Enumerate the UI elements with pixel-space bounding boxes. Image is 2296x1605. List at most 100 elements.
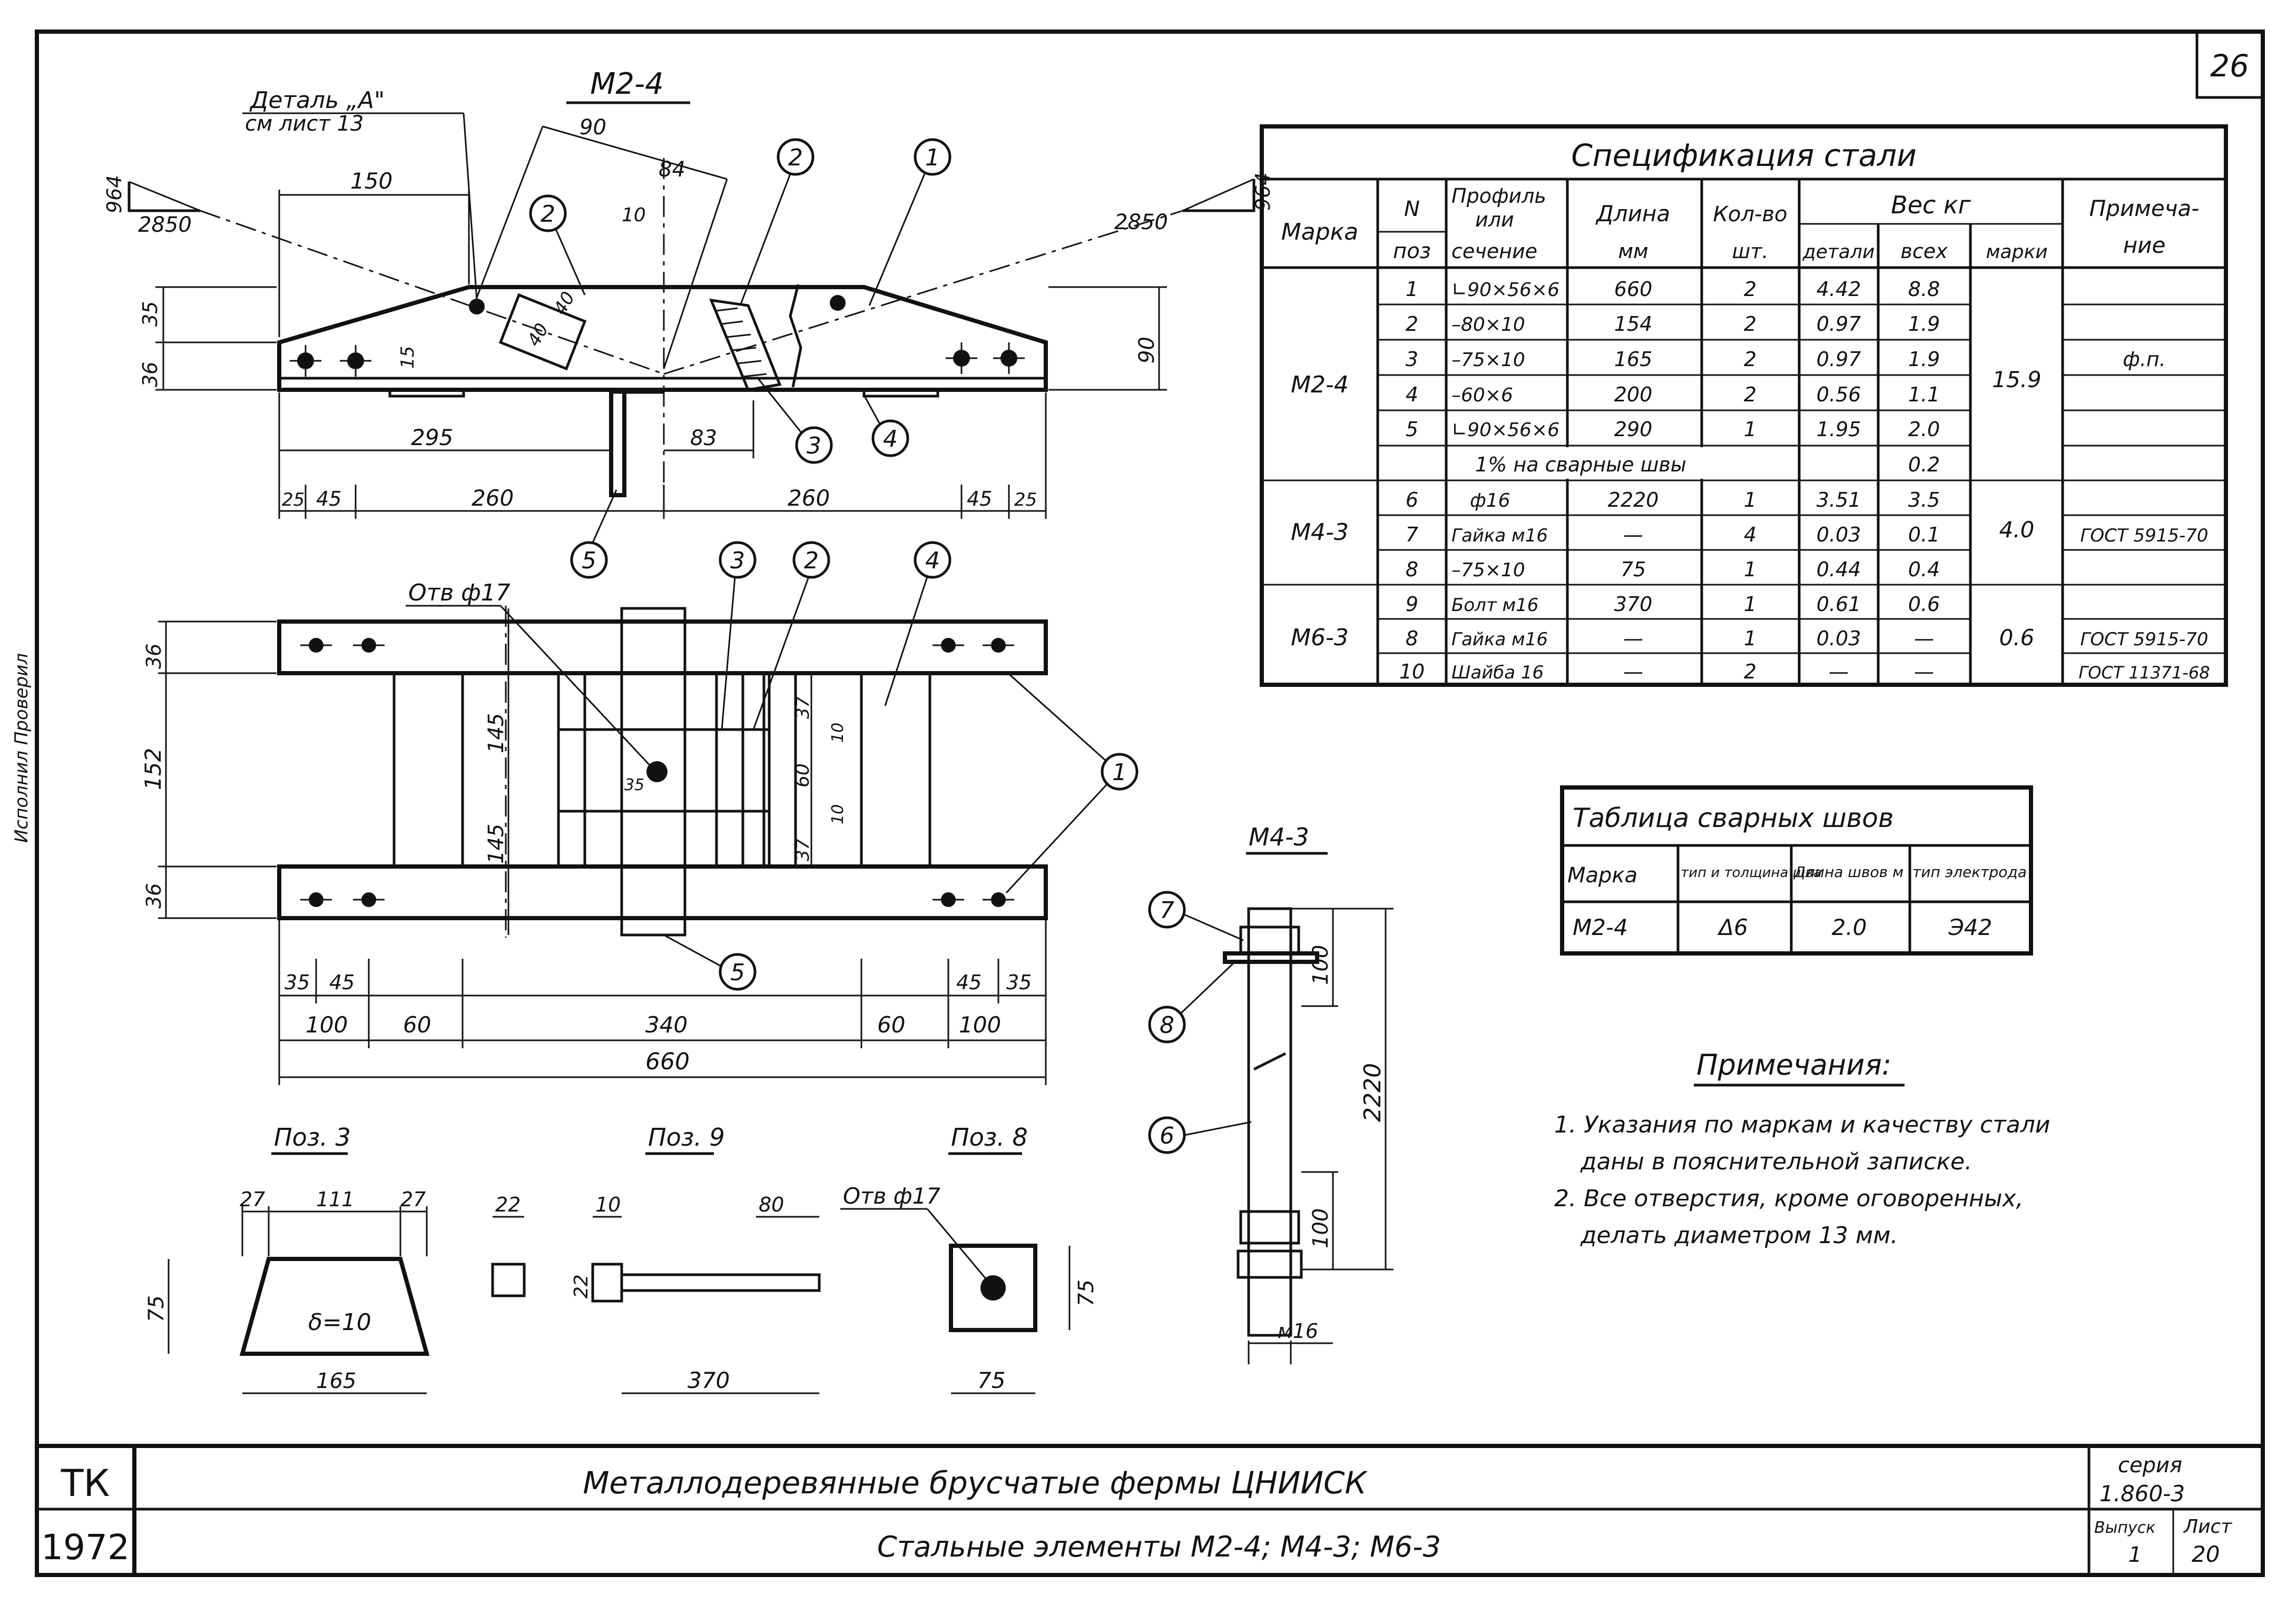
weld-h-length: Длина швов м [1793, 863, 1903, 881]
weld-r-length: 2.0 [1832, 914, 1867, 940]
cell: 3 [1406, 348, 1418, 371]
m43-dim-100-top: 100 [1309, 945, 1333, 985]
cell: 0.4 [1908, 558, 1940, 581]
cell: ∟90×56×6 [1451, 419, 1559, 441]
cell: Болт м16 [1451, 595, 1538, 616]
spec-g3-row-1: 9 Болт м16 370 1 0.61 0.6 [1406, 593, 1940, 616]
callout-2-left: 2 [541, 201, 555, 228]
cell: 154 [1614, 312, 1653, 336]
weld-table: Таблица сварных швов Марка тип и толщина… [1560, 785, 2033, 956]
poz3-dim-27-left: 27 [240, 1188, 265, 1211]
spec-h-w-detail: детали [1802, 241, 1875, 263]
spec-g1-row-4: 4 –60×6 200 2 0.56 1.1 [1406, 383, 1940, 406]
poz3-dim-75: 75 [144, 1295, 169, 1322]
cell: ГОСТ 11371-68 [2078, 663, 2210, 683]
plan-dim-152: 152 [140, 748, 166, 790]
detail-poz9: Поз. 9 22 10 80 22 370 [491, 1123, 821, 1394]
plan-dim-36-top: 36 [142, 644, 165, 669]
plan-top-angle [277, 619, 1048, 675]
cell: 7 [1406, 523, 1418, 546]
note-line-4: делать диаметром 13 мм. [1580, 1222, 1898, 1249]
slope-left-run: 2850 [138, 213, 192, 237]
poz9-dim-370: 370 [688, 1367, 730, 1393]
tb-title: Металлодеревянные брусчатые фермы ЦНИИСК [583, 1465, 1368, 1501]
notes: Примечания: 1. Указания по маркам и каче… [1554, 1048, 2050, 1249]
cell: 1.9 [1908, 312, 1940, 336]
tb-issue: 1 [2128, 1543, 2142, 1567]
spec-title: Спецификация стали [1571, 137, 1917, 173]
spec-h-qty-1: Кол-во [1713, 202, 1788, 227]
cell: –75×10 [1451, 559, 1525, 581]
poz8-hole-label: Отв ф17 [843, 1183, 940, 1209]
poz8-dim-75-side: 75 [1074, 1279, 1098, 1306]
spec-h-profile-3: сечение [1451, 240, 1537, 263]
notes-title: Примечания: [1696, 1048, 1891, 1081]
plan-dim-660: 660 [645, 1048, 690, 1075]
cell: 1.95 [1817, 418, 1861, 441]
plan-bottom-angle [277, 864, 1048, 920]
sheet-frame [35, 29, 2265, 1577]
spec-h-profile-1: Профиль [1451, 184, 1546, 208]
cell: 4 [1744, 523, 1757, 546]
weld-r-type: Δ6 [1717, 914, 1748, 940]
poz8-dim-75-bottom: 75 [977, 1367, 1005, 1393]
dim-90-rot: 90 [580, 115, 606, 140]
cell: 2 [1744, 383, 1757, 406]
poz3-thickness: δ=10 [308, 1309, 371, 1336]
tb-org: ТК [61, 1462, 110, 1505]
callout-4-main: 4 [883, 426, 898, 452]
spec-g2-weight: 4.0 [1999, 517, 2035, 543]
cell: — [1829, 660, 1849, 683]
dim-25-left: 25 [282, 489, 305, 510]
spec-h-length-2: мм [1618, 240, 1648, 263]
plan-dim-37-bottom: 37 [792, 838, 813, 861]
note-line-3: 2. Все отверстия, кроме оговоренных, [1554, 1185, 2024, 1212]
spec-h-pos-1: N [1404, 197, 1420, 221]
dim-45-right: 45 [967, 487, 992, 510]
cell: 0.03 [1817, 523, 1861, 546]
cell: ф16 [1470, 490, 1510, 511]
cell: 290 [1614, 418, 1653, 441]
spec-g3-mark: М6-3 [1291, 624, 1349, 651]
dim-10-rot: 10 [622, 204, 646, 226]
spec-g2-row-1: 6 ф16 2220 1 3.51 3.5 [1406, 488, 1940, 511]
cell: 2 [1744, 348, 1757, 371]
poz9-dim-22-top: 22 [495, 1193, 521, 1216]
dim-40b: 40 [523, 320, 553, 350]
spec-g2-row-2: 7 Гайка м16 — 4 0.03 0.1 ГОСТ 5915-70 [1406, 523, 2209, 546]
spec-g3-weight: 0.6 [1999, 625, 2035, 651]
cell: 2 [1744, 278, 1757, 301]
poz9-dim-10: 10 [595, 1193, 621, 1216]
cell: –60×6 [1451, 385, 1513, 406]
main-elevation-view: М2-4 Деталь „А" см лист 13 964 2850 964 … [103, 67, 1274, 519]
cell: Шайба 16 [1451, 662, 1544, 683]
spec-g2-mark: М4-3 [1291, 519, 1349, 546]
weld-r-electrode: Э42 [1948, 914, 1993, 940]
spec-h-mark: Марка [1281, 219, 1358, 245]
plan-dim-45-left: 45 [329, 971, 355, 994]
cell: — [1914, 627, 1934, 650]
cell: — [1623, 523, 1643, 546]
dim-35-side: 35 [139, 301, 162, 327]
plan-dim-340: 340 [645, 1012, 688, 1038]
tb-subtitle: Стальные элементы М2-4; М4-3; М6-3 [877, 1530, 1441, 1563]
detail-ref-line2: см лист 13 [245, 112, 364, 136]
spec-h-weight: Вес кг [1891, 191, 1971, 219]
tb-sheet: 20 [2192, 1541, 2220, 1567]
slope-right-run: 2850 [1114, 210, 1168, 234]
plan-dim-100-right: 100 [959, 1012, 1001, 1038]
poz9-title: Поз. 9 [648, 1123, 725, 1151]
callout-1-plan: 1 [1112, 759, 1127, 786]
cell: 8 [1406, 558, 1418, 581]
cell: 2220 [1608, 488, 1659, 511]
cell: 10 [1399, 660, 1425, 683]
cell: 0.03 [1817, 627, 1861, 650]
callout-7: 7 [1160, 897, 1174, 924]
plan-dim-100-left: 100 [306, 1012, 348, 1038]
callout-2-plan: 2 [804, 547, 819, 574]
dim-45-left: 45 [316, 487, 341, 510]
cell: — [1623, 660, 1643, 683]
sheet-number-box [2195, 30, 2264, 99]
cell: Гайка м16 [1451, 525, 1548, 546]
cell: 9 [1406, 593, 1418, 616]
